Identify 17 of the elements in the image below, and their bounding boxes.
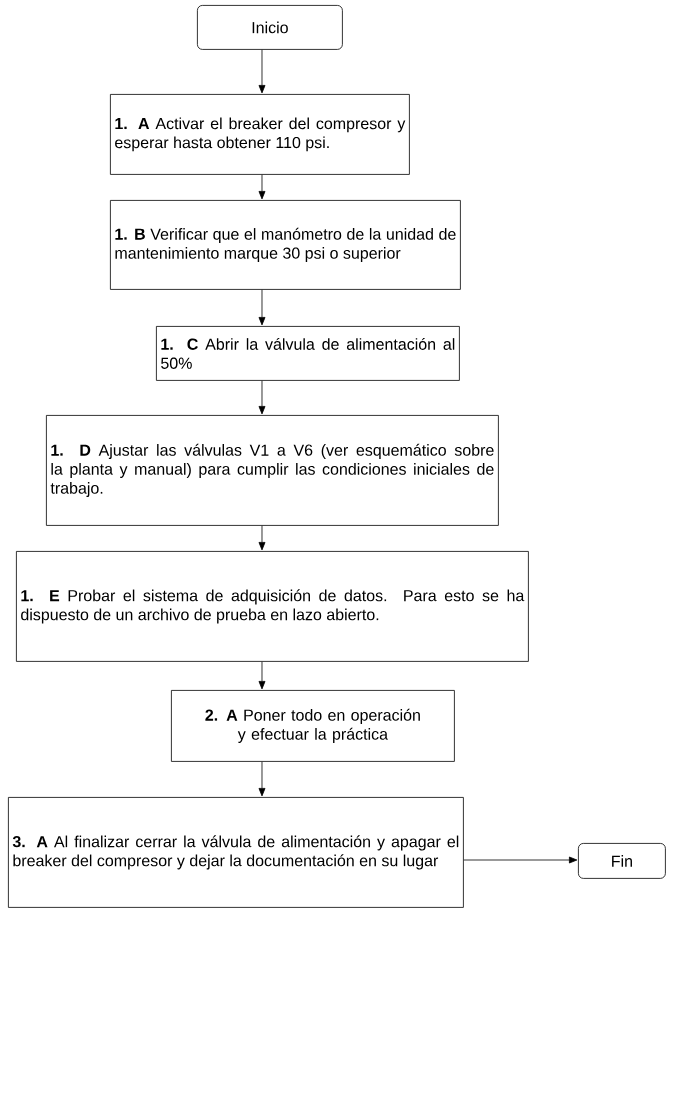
arrow	[463, 856, 578, 864]
arrow	[258, 661, 266, 690]
arrow	[258, 761, 266, 797]
arrow	[258, 174, 266, 200]
process-box: 3. A Al finalizar cerrar la válvula de alimentación y apagar el breaker del compresor y dejar la documentación en su lugar	[8, 797, 464, 908]
arrow	[258, 380, 266, 415]
arrow	[258, 289, 266, 326]
end-box: Fin	[578, 843, 666, 879]
process-box: 1. C Abrir la válvula de alimentación al 50%	[156, 326, 460, 381]
process-box: 1. E Probar el sistema de adquisición de datos. Para esto se ha dispuesto de un archivo de prueba en lazo abierto.	[16, 551, 529, 662]
arrow	[258, 525, 266, 551]
process-box: 1. A Activar el breaker del compresor y esperar hasta obtener 110 psi.	[110, 94, 410, 175]
process-box: 2. A Poner todo en operación y efectuar la práctica	[171, 690, 455, 762]
arrow	[258, 49, 266, 94]
process-box: 1. D Ajustar las válvulas V1 a V6 (ver esquemático sobre la planta y manual) para cumplir las condiciones iniciales de trabajo.	[46, 415, 499, 526]
start-box: Inicio	[197, 5, 343, 50]
process-box: 1. B Verificar que el manómetro de la unidad de mantenimiento marque 30 psi o superior	[110, 200, 461, 290]
